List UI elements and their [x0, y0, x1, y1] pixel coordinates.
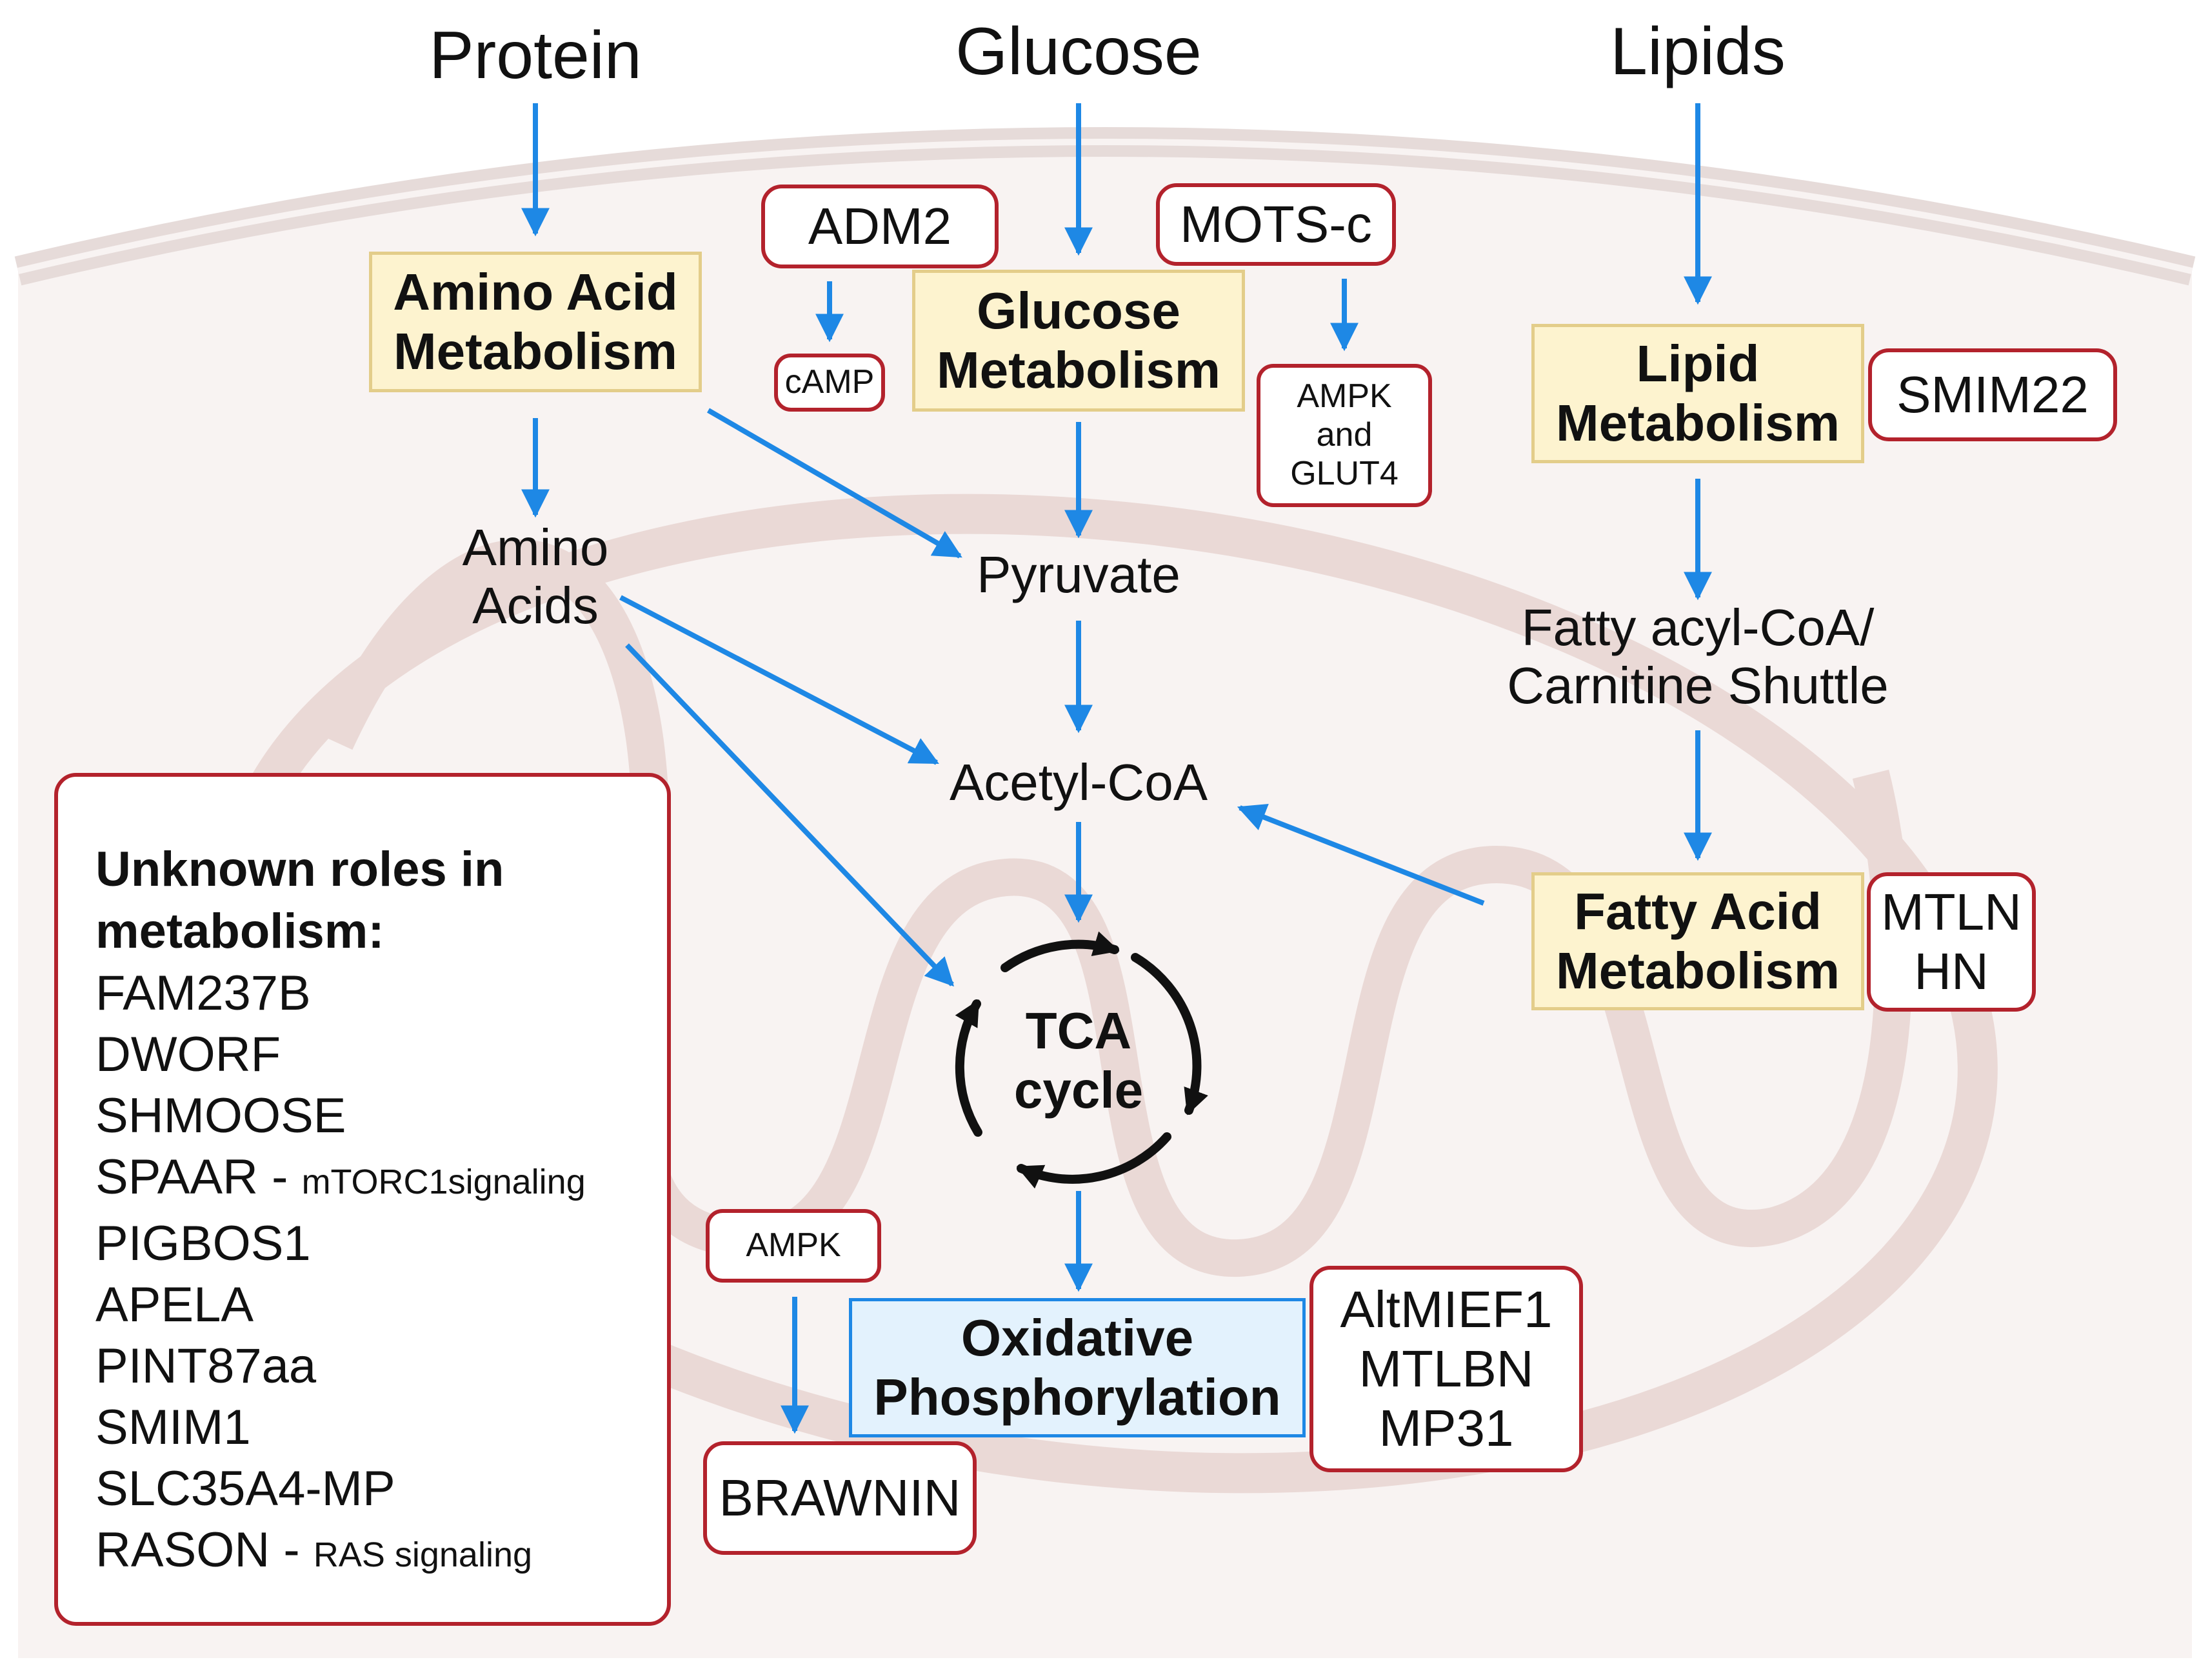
unknown-role-item: SPAAR - mTORC1signaling — [95, 1150, 586, 1205]
peptide-name: SLC35A4-MP — [95, 1461, 395, 1516]
peptide-name: FAM237B — [95, 966, 311, 1021]
peptide-name: RASON — [95, 1523, 270, 1577]
peptide-name: SMIM1 — [95, 1400, 251, 1455]
tca-cycle-label: TCA cycle — [1013, 1002, 1144, 1119]
unknown-roles-heading: Unknown roles in metabolism: — [95, 842, 504, 959]
fatty-acyl-coa-label: Fatty acyl-CoA/ Carnitine Shuttle — [1507, 599, 1889, 715]
unknown-role-item: SHMOOSE — [95, 1085, 667, 1146]
mtln-hn-box: MTLN HN — [1867, 872, 2036, 1012]
source-glucose: Glucose — [955, 14, 1202, 89]
peptide-note: RAS signaling — [313, 1535, 533, 1574]
unknown-role-item: RASON - RAS signaling — [95, 1523, 533, 1577]
glucose-metabolism-box: Glucose Metabolism — [912, 270, 1245, 412]
amino-acid-metabolism-box: Amino Acid Metabolism — [369, 252, 702, 392]
peptide-name: DWORF — [95, 1027, 281, 1082]
unknown-role-item: SLC35A4-MP — [95, 1458, 667, 1519]
peptide-name: PINT87aa — [95, 1339, 317, 1394]
unknown-role-item: FAM237B — [95, 963, 667, 1024]
peptide-name: SPAAR — [95, 1150, 259, 1205]
source-lipids: Lipids — [1610, 14, 1786, 89]
fatty-acid-metabolism-box: Fatty Acid Metabolism — [1531, 872, 1864, 1010]
unknown-role-item: APELA — [95, 1274, 667, 1335]
brawnin-box: BRAWNIN — [703, 1441, 977, 1555]
ampk-glut4-box: AMPK and GLUT4 — [1257, 364, 1432, 507]
unknown-role-item: PINT87aa — [95, 1335, 667, 1397]
peptide-name: PIGBOS1 — [95, 1216, 311, 1271]
acetyl-coa-label: Acetyl-CoA — [949, 754, 1208, 811]
arrow-aa-to-acetylcoa — [619, 595, 939, 765]
arrow-aam-to-pyruvate — [706, 408, 962, 559]
source-protein: Protein — [429, 18, 642, 93]
unknown-role-item: SMIM1 — [95, 1397, 667, 1458]
altmief1-mtlbn-mp31-box: AltMIEF1 MTLBN MP31 — [1309, 1266, 1583, 1472]
smim22-box: SMIM22 — [1868, 348, 2117, 441]
ampk-box: AMPK — [706, 1209, 881, 1283]
camp-box: cAMP — [774, 354, 885, 412]
peptide-name: APELA — [95, 1277, 254, 1332]
arrow-fam-to-acetylcoa — [1237, 803, 1485, 906]
peptide-name: SHMOOSE — [95, 1088, 346, 1143]
unknown-role-item: DWORF — [95, 1024, 667, 1085]
unknown-role-item: PIGBOS1 — [95, 1213, 667, 1274]
lipid-metabolism-box: Lipid Metabolism — [1531, 324, 1864, 463]
arrow-aa-to-tca — [625, 643, 955, 987]
amino-acids-label: Amino Acids — [462, 519, 609, 635]
adm2-box: ADM2 — [761, 185, 999, 268]
mots-c-box: MOTS-c — [1156, 183, 1396, 266]
tca-cycle-arrows — [955, 931, 1208, 1189]
peptide-note: mTORC1signaling — [301, 1163, 586, 1201]
unknown-roles-panel: Unknown roles in metabolism: FAM237B DWOR… — [54, 773, 671, 1626]
unknown-roles-list: FAM237B DWORF SHMOOSE SPAAR - mTORC1signali… — [95, 963, 667, 1586]
oxidative-phosphorylation-box: Oxidative Phosphorylation — [849, 1298, 1306, 1437]
pyruvate-label: Pyruvate — [977, 546, 1180, 603]
